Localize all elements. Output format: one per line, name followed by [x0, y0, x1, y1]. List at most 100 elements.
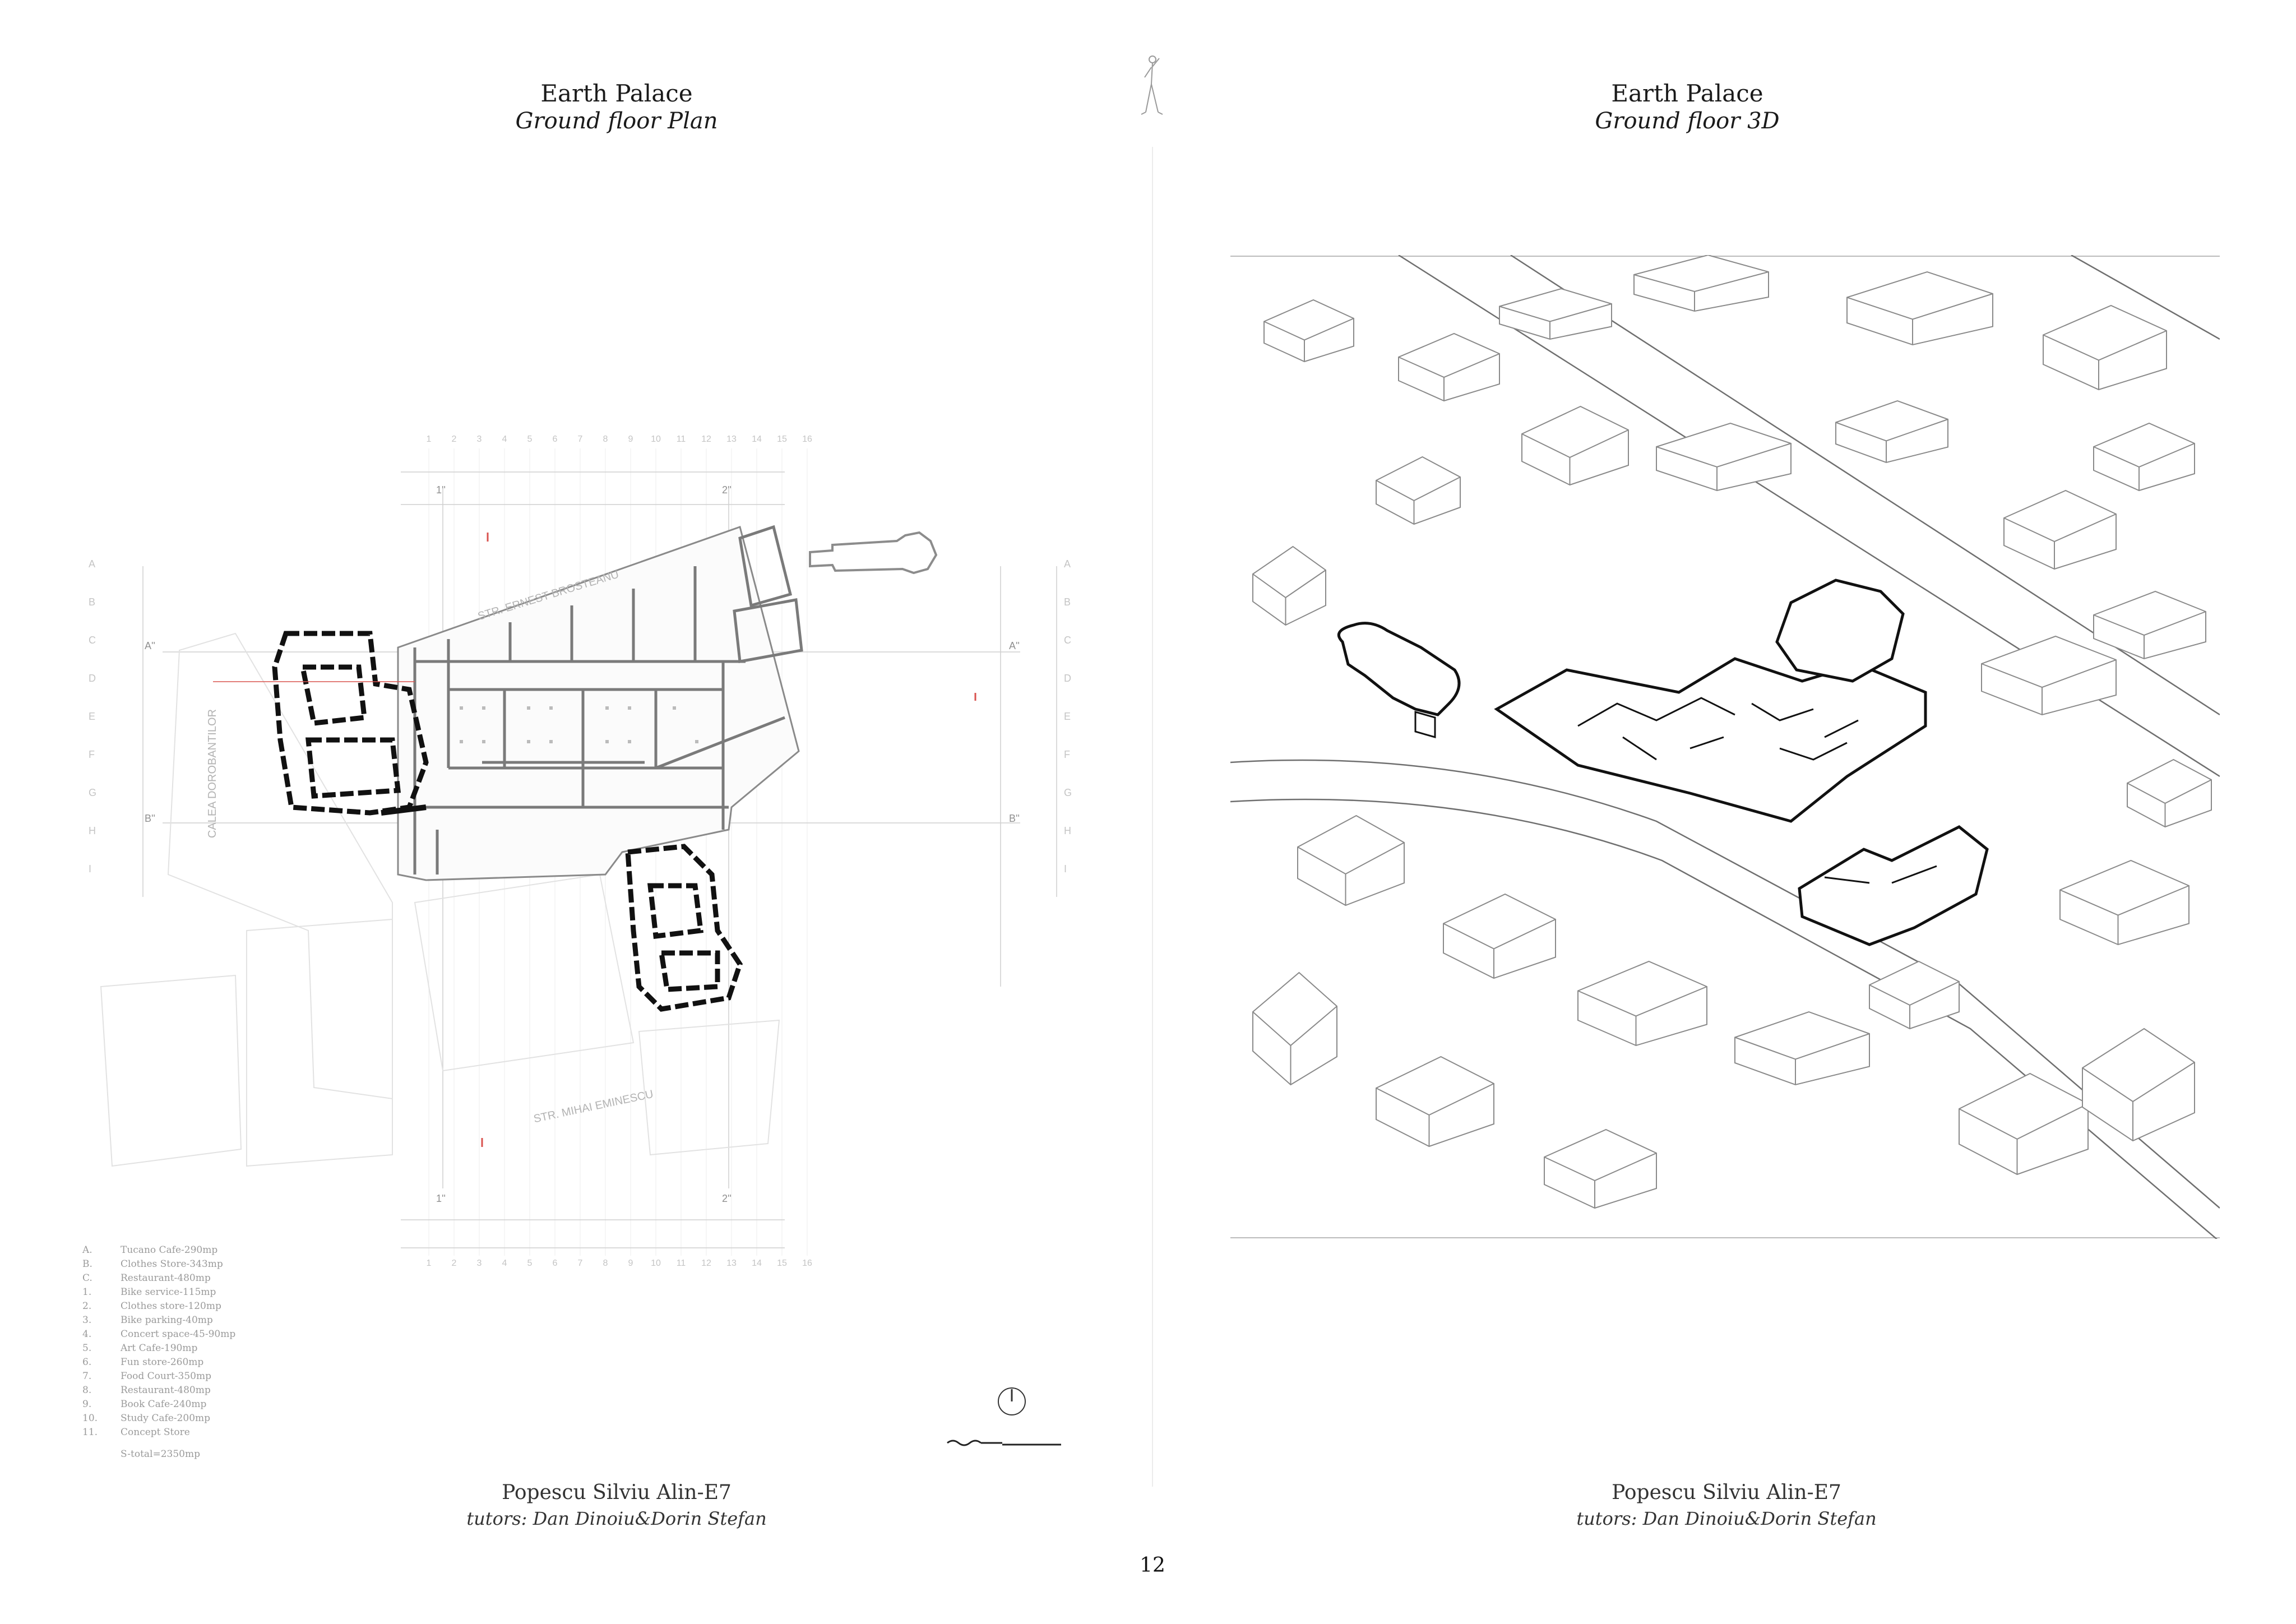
legend-text: Clothes Store-343mp: [121, 1259, 223, 1270]
city-block-edge: [1633, 271, 1769, 311]
grid-column-number: 2: [452, 434, 457, 444]
grid-column-number: 10: [651, 1259, 661, 1268]
city-block-edge: [2043, 330, 2167, 390]
legend-item: 11.Concept Store: [82, 1426, 235, 1440]
city-block-edge: [1959, 1103, 2089, 1174]
legend-item: 5. Art Cafe-190mp: [82, 1341, 235, 1355]
figure-sketch-icon: [1141, 55, 1163, 115]
legend-key: B.: [82, 1259, 92, 1270]
legend-key: A.: [82, 1244, 92, 1256]
city-block: [1252, 971, 1337, 1086]
city-block-edge: [1981, 659, 2117, 715]
legend-text: Study Cafe-200mp: [121, 1413, 211, 1424]
city-block: [1544, 1128, 1657, 1209]
grid-column-number: 16: [802, 434, 812, 444]
legend-item: 9.Book Cafe-240mp: [82, 1398, 235, 1412]
grid-column-number: 14: [752, 1259, 762, 1268]
legend-text: Restaurant-480mp: [121, 1385, 211, 1396]
left-author: Popescu Silviu Alin-E7: [502, 1481, 732, 1504]
legend-text: Clothes store-120mp: [121, 1301, 221, 1312]
grid-column-number: 6: [553, 434, 558, 444]
legend-text: Restaurant-480mp: [121, 1273, 211, 1284]
city-block: [1521, 405, 1629, 486]
left-subtitle: Ground floor Plan: [515, 108, 718, 134]
legend-key: 8.: [82, 1385, 92, 1396]
city-block-edge: [1376, 1083, 1494, 1146]
city-block: [2082, 1028, 2195, 1142]
section-mark-2-top: 2'': [722, 484, 732, 496]
grid-column-number: 2: [452, 1259, 457, 1268]
grid-row-letter: C: [1064, 635, 1071, 646]
grid-row-letter: H: [1064, 825, 1071, 836]
city-block-edge: [2127, 779, 2212, 827]
city-block: [1577, 960, 1707, 1047]
city-block-edge: [2093, 443, 2195, 491]
grid-row-letter: A: [1064, 558, 1071, 570]
left-title: Earth Palace: [540, 80, 693, 107]
legend-text: Food Court-350mp: [121, 1371, 211, 1382]
city-block: [2059, 859, 2189, 946]
city-block: [2093, 590, 2206, 660]
grid-row-letter: G: [1064, 787, 1072, 798]
grid-column-number: 7: [578, 1259, 583, 1268]
section-mark-b-right: B'': [1009, 813, 1020, 824]
legend-key: 1.: [82, 1287, 92, 1298]
legend-text: Fun store-260mp: [121, 1357, 204, 1368]
grid-row-letter: F: [1064, 749, 1070, 760]
city-block: [1376, 456, 1461, 525]
city-block: [2093, 422, 2195, 492]
grid-row-letter: C: [89, 635, 96, 646]
section-mark-b-left: B'': [145, 813, 155, 824]
ground-floor-3d-view: [1230, 255, 2220, 1239]
legend-total: S-total=2350mp: [121, 1449, 200, 1460]
right-tutors: tutors: Dan Dinoiu&Dorin Stefan: [1576, 1508, 1877, 1529]
legend-item: B. Clothes Store-343mp: [82, 1257, 235, 1271]
grid-column-number: 12: [701, 434, 711, 444]
grid-column-number: 11: [677, 434, 686, 444]
city-block-edge: [2082, 1062, 2195, 1141]
grid-column-number: 8: [603, 1259, 608, 1268]
grid-column-number: 15: [777, 434, 787, 444]
grid-column-number: 5: [527, 1259, 533, 1268]
grid-row-letter: D: [1064, 673, 1071, 684]
city-block-edge: [1252, 570, 1326, 625]
city-block: [1846, 271, 1993, 346]
city-block-edge: [1869, 981, 1960, 1029]
ground-floor-plan: 1122334455667788991010111112121313141415…: [89, 434, 1072, 1268]
grid-row-letter: H: [89, 825, 96, 836]
grid-column-number: 3: [477, 1259, 482, 1268]
right-author: Popescu Silviu Alin-E7: [1612, 1481, 1841, 1504]
legend-text: Art Cafe-190mp: [121, 1343, 198, 1354]
city-block: [2043, 304, 2167, 391]
grid-column-number: 6: [553, 1259, 558, 1268]
city-block: [1443, 893, 1556, 979]
grid-row-letter: I: [1064, 863, 1067, 875]
right-title: Earth Palace: [1611, 80, 1763, 107]
legend-key: 5.: [82, 1343, 92, 1354]
city-block-edge: [2093, 611, 2206, 659]
page-number: 12: [1140, 1554, 1165, 1577]
grid-column-number: 13: [726, 1259, 737, 1268]
right-subtitle: Ground floor 3D: [1595, 108, 1780, 134]
legend-item: 8. Restaurant-480mp: [82, 1384, 235, 1398]
legend-text: Concert space-45-90mp: [121, 1329, 236, 1340]
city-block: [1835, 400, 1948, 464]
legend-item: 10. Study Cafe-200mp: [82, 1412, 235, 1426]
city-block-edge: [2059, 885, 2189, 945]
grid-column-number: 5: [527, 434, 533, 444]
grid-row-letter: B: [89, 596, 95, 608]
section-mark-1-bottom: 1'': [436, 1193, 446, 1204]
grid-row-letter: D: [89, 673, 96, 684]
grid-column-number: 14: [752, 434, 762, 444]
grid-column-number: 16: [802, 1259, 812, 1268]
section-mark-2-bottom: 2'': [722, 1193, 732, 1204]
section-mark-a-left: A'': [145, 640, 155, 651]
grid-row-letter: G: [89, 787, 96, 798]
legend-item: 4.Concert space-45-90mp: [82, 1327, 235, 1341]
grid-row-letter: F: [89, 749, 95, 760]
city-block: [1734, 1011, 1870, 1086]
legend-key: 10.: [82, 1413, 98, 1424]
city-block: [1398, 332, 1500, 402]
city-block-edge: [1846, 293, 1993, 345]
